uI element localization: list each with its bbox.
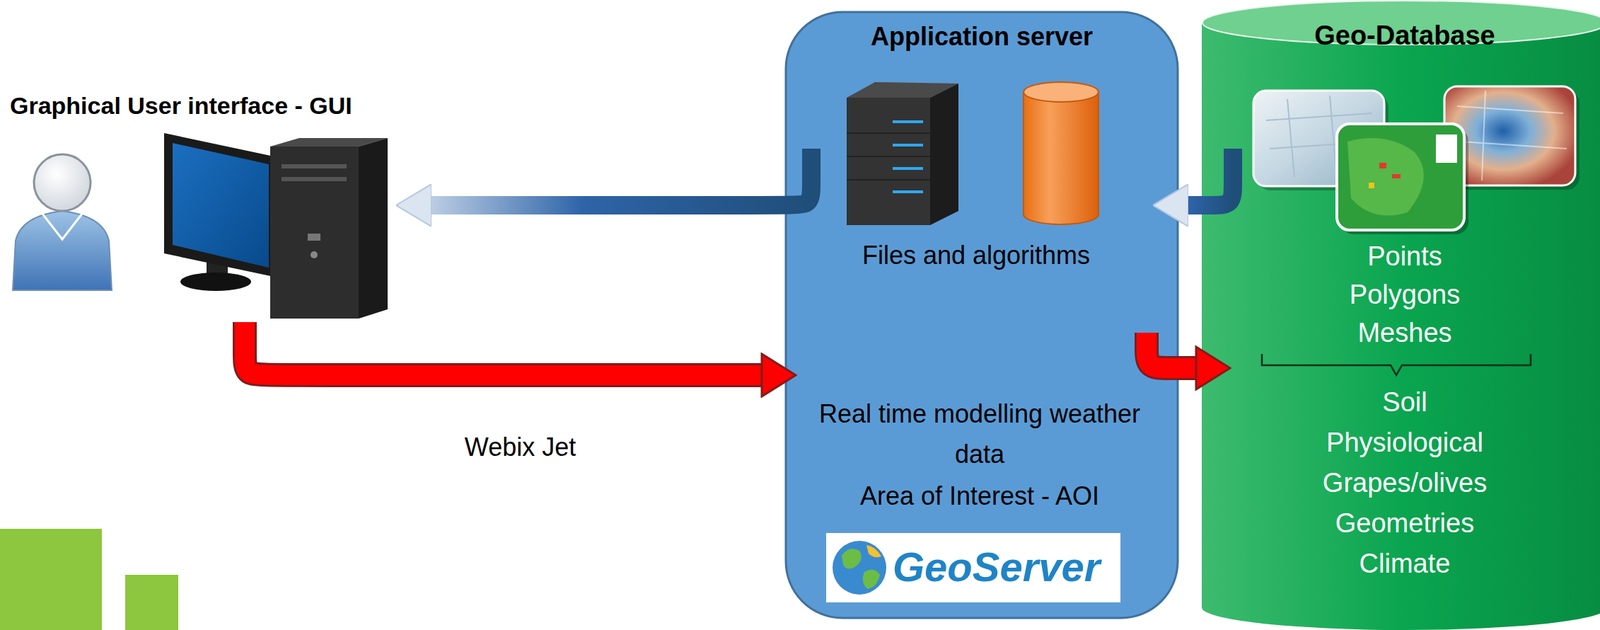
server-panel: Application serverFiles and algorithmsRe… (785, 12, 1178, 618)
map-thumbnails (1253, 86, 1580, 235)
panel-title: Application server (785, 19, 1178, 55)
request-arrow (1146, 332, 1197, 368)
geoserver-logo (826, 532, 1121, 602)
caption: Files and algorithms (799, 237, 1153, 274)
user-icon (12, 154, 112, 291)
item-list: Soil Physiological Grapes/olives Geometr… (1322, 381, 1487, 584)
server-icon (846, 82, 959, 225)
server-panel-shape (785, 12, 1178, 618)
database-cylinder (1201, 22, 1600, 630)
caption: Area of Interest - AOI (795, 475, 1164, 516)
gui-node: Graphical User interface - GUI (0, 88, 397, 322)
deco-square (125, 574, 179, 630)
arrow-band (1146, 332, 1197, 368)
arrow-band (431, 148, 812, 206)
files-group: Files and algorithms (799, 70, 1153, 283)
data-flow-arrow (1188, 148, 1233, 206)
edge-label: Webix Jet (461, 431, 579, 463)
logo-text: GeoServer (892, 543, 1100, 590)
arrow-band (244, 321, 762, 375)
deco-square (0, 528, 102, 630)
request-arrow (244, 321, 762, 375)
caption: Real time modelling weather data (795, 393, 1164, 474)
panel-title: Graphical User interface - GUI (0, 88, 353, 123)
computer-icon (164, 132, 388, 319)
storage-cylinder (1023, 82, 1099, 225)
bracket (1261, 353, 1531, 375)
data-flow-arrow (431, 148, 812, 206)
modelling-group: Real time modelling weather dataArea of … (795, 332, 1164, 524)
arrow-outline (1146, 332, 1197, 368)
panel-title: Geo-Database (1201, 19, 1600, 51)
item-list: Points Polygons Meshes (1349, 236, 1460, 352)
arrow-outline (244, 321, 762, 375)
arrow-band (1188, 148, 1233, 206)
geo-database: Geo-DatabasePoints Polygons MeshesSoil P… (1201, 0, 1600, 630)
